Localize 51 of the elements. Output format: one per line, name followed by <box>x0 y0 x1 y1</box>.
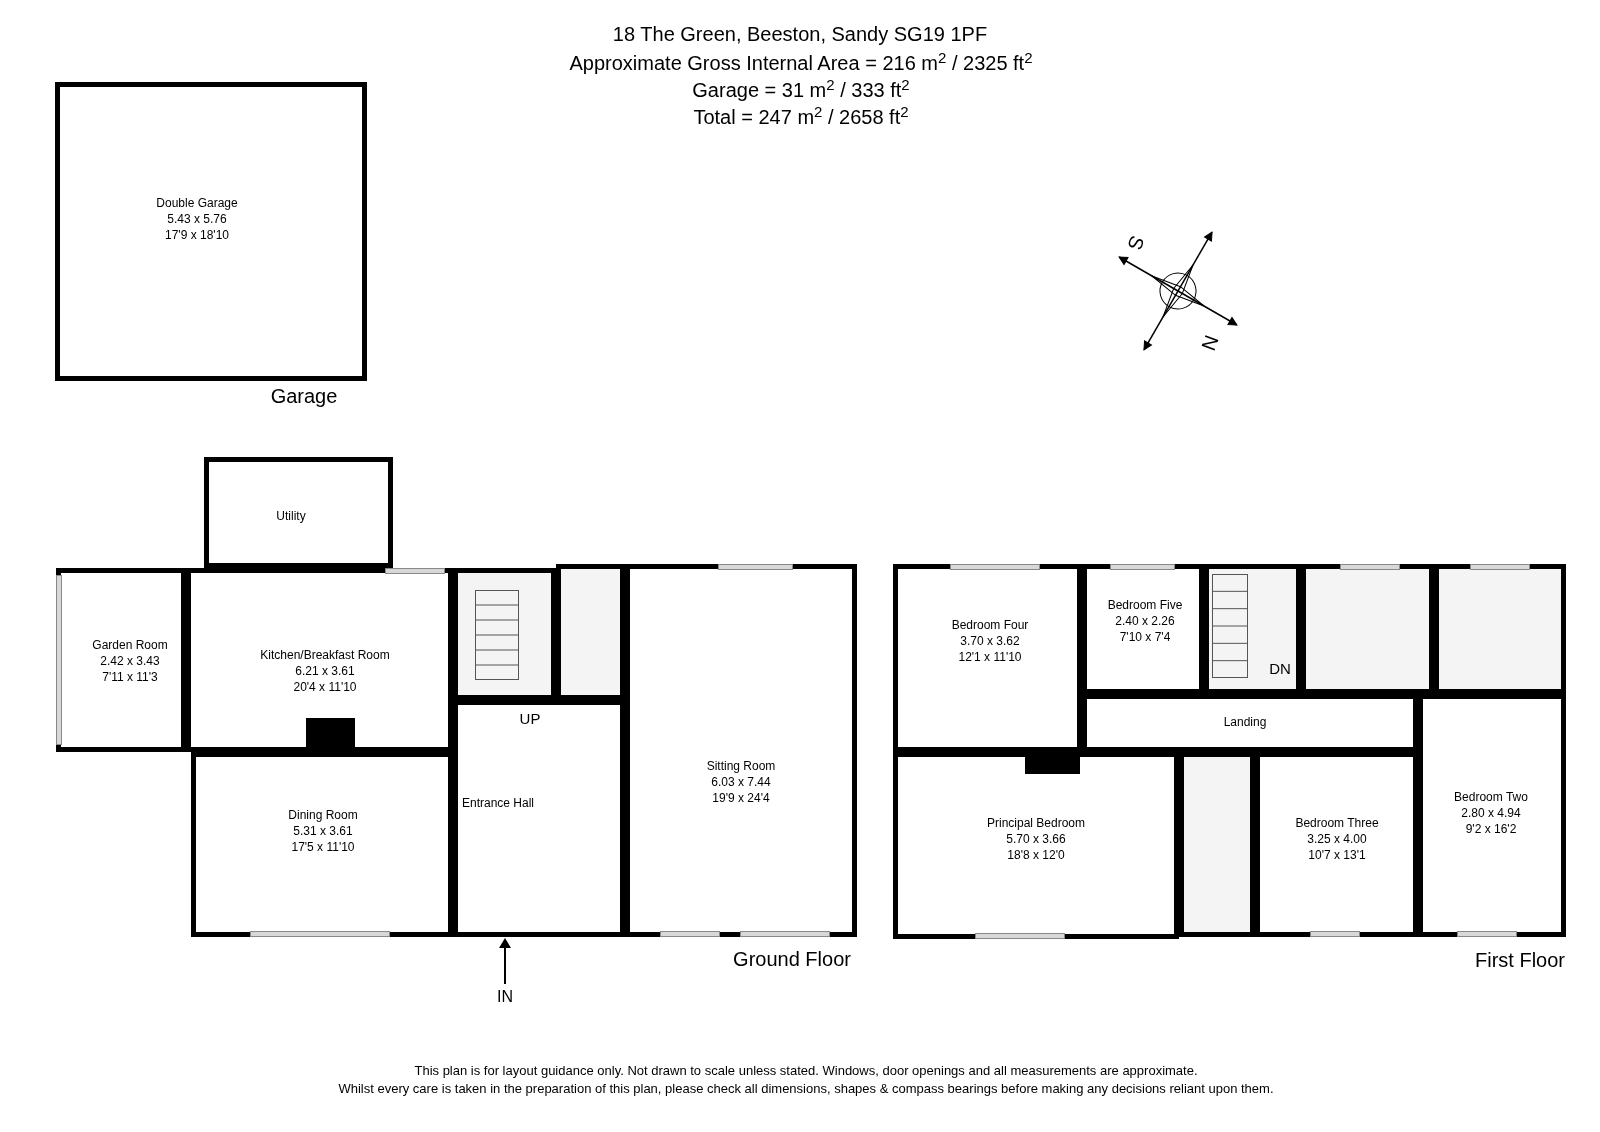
room-dimensions: 10'7 x 13'1 <box>1308 847 1366 863</box>
plan-label: IN <box>497 989 513 1005</box>
plan-label: This plan is for layout guidance only. Not drawn to scale unless stated. Windows, door openings and all measurements are approximate. <box>414 1063 1198 1077</box>
plan-label: Ground Floor <box>733 949 851 969</box>
room <box>625 564 857 937</box>
room-name: Landing <box>1223 714 1267 730</box>
room-name: Bedroom Four <box>951 617 1029 633</box>
room-dimensions: 12'1 x 11'10 <box>958 649 1022 665</box>
room-name: Dining Room <box>288 807 358 823</box>
room-dimensions: 18'8 x 12'0 <box>1007 847 1065 863</box>
room <box>55 82 367 381</box>
plan-title: 18 The Green, Beeston, Sandy SG19 1PF <box>611 24 989 44</box>
plan-label: Whilst every care is taken in the preparation of this plan, please check all dimensions, shapes & compass bearings before making any decisions reliant upon them. <box>338 1081 1274 1095</box>
room-name: Kitchen/Breakfast Room <box>260 647 390 663</box>
room-dimensions: 5.43 x 5.76 <box>167 211 227 227</box>
room-dimensions: 3.25 x 4.00 <box>1307 831 1367 847</box>
room-dimensions: 6.21 x 3.61 <box>295 663 355 679</box>
room-dimensions: 2.40 x 2.26 <box>1115 613 1175 629</box>
room-name: Sitting Room <box>706 758 776 774</box>
room-dimensions: 20'4 x 11'10 <box>293 679 357 695</box>
room-dimensions: 7'10 x 7'4 <box>1119 629 1171 645</box>
room-dimensions: 17'9 x 18'10 <box>165 227 229 243</box>
room-dimensions: 6.03 x 7.44 <box>711 774 771 790</box>
room-name: Bedroom Two <box>1454 789 1528 805</box>
room-dimensions: 17'5 x 11'10 <box>291 839 355 855</box>
room-name: Entrance Hall <box>462 795 534 811</box>
room-name: Utility <box>276 508 306 524</box>
room-name: Bedroom Three <box>1295 815 1379 831</box>
room-dimensions: 7'11 x 11'3 <box>102 669 158 685</box>
room-name: Double Garage <box>156 195 238 211</box>
plan-label: Total = 247 m$^{2}$ / 2658 ft$^{2}$ <box>693 107 909 127</box>
plan-label: N <box>1198 332 1222 354</box>
room-dimensions: 5.31 x 3.61 <box>293 823 353 839</box>
plan-label: DN <box>1269 660 1291 676</box>
room-dimensions: 3.70 x 3.62 <box>960 633 1020 649</box>
room-dimensions: 19'9 x 24'4 <box>712 790 770 806</box>
room <box>56 568 186 752</box>
plan-label: Garage = 31 m$^{2}$ / 333 ft$^{2}$ <box>692 80 910 100</box>
room-dimensions: 9'2 x 16'2 <box>1465 821 1517 837</box>
plan-label: Garage <box>270 386 338 406</box>
room-dimensions: 5.70 x 3.66 <box>1006 831 1066 847</box>
room-name: Principal Bedroom <box>987 815 1085 831</box>
plan-label: First Floor <box>1475 950 1565 970</box>
plan-label: Approximate Gross Internal Area = 216 m$^{2}$ / 2325 ft$^{2}$ <box>569 53 1033 73</box>
room-dimensions: 2.80 x 4.94 <box>1461 805 1521 821</box>
room-name: Bedroom Five <box>1107 597 1183 613</box>
plan-label: S <box>1124 233 1148 253</box>
room-dimensions: 2.42 x 3.43 <box>100 653 160 669</box>
room-name: Garden Room <box>92 637 168 653</box>
room <box>204 457 393 568</box>
plan-label: UP <box>519 710 541 726</box>
